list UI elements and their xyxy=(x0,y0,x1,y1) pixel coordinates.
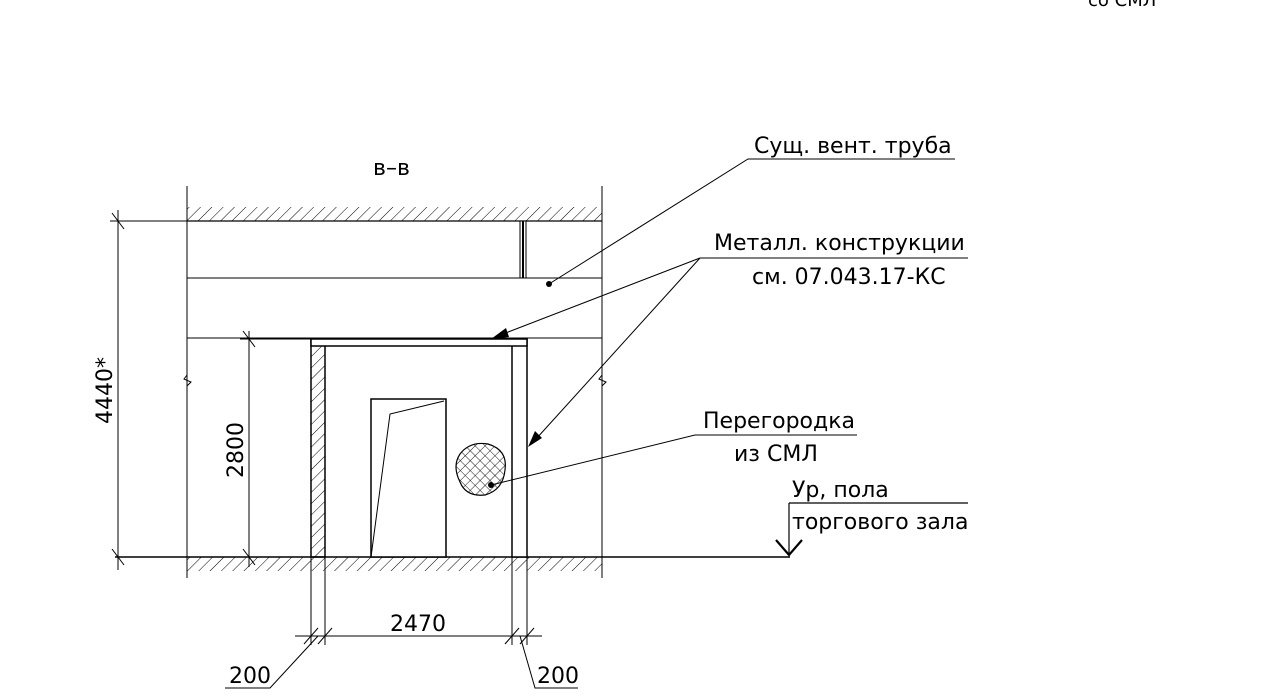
dimension-right-wall-leader xyxy=(519,635,578,689)
dimension-left-wall-leader xyxy=(225,635,319,689)
section-title: в–в xyxy=(373,156,410,181)
callout-partition-leader xyxy=(490,434,857,486)
dimension-room-width-label: 2470 xyxy=(390,612,446,637)
callout-vent-pipe-dot xyxy=(546,281,552,287)
dimension-extension-lines xyxy=(310,557,528,645)
callout-floor-level-text-line1: Ур, пола xyxy=(792,478,889,503)
callout-partition-text-line2: из СМЛ xyxy=(734,442,818,467)
top-fragment-text: со СМЛ xyxy=(1088,0,1156,11)
dimension-total-height-label: 4440* xyxy=(93,357,118,424)
callout-floor-level-leader xyxy=(775,502,968,557)
door xyxy=(370,398,447,558)
dimension-right-wall-label: 200 xyxy=(537,664,579,689)
break-marks xyxy=(183,374,607,387)
vent-pipe xyxy=(187,277,602,339)
callout-vent-pipe-text: Сущ. вент. труба xyxy=(754,134,952,159)
left-partition-wall xyxy=(310,338,326,558)
callout-metal-text-line2: см. 07.043.17-КС xyxy=(752,265,946,290)
callout-vent-pipe-leader xyxy=(548,158,955,285)
ceiling-slab xyxy=(187,207,602,222)
floor-slab xyxy=(115,556,790,571)
right-post xyxy=(511,338,528,558)
callout-partition-text-line1: Перегородка xyxy=(703,409,855,434)
callout-metal-arrow-post xyxy=(528,431,542,447)
callout-metal-text-line1: Металл. конструкции xyxy=(714,231,965,256)
dimension-room-height xyxy=(240,330,311,567)
callout-floor-level-text-line2: торгового зала xyxy=(792,510,968,535)
callout-metal-leader xyxy=(502,257,968,440)
callout-metal-arrow-beam xyxy=(491,328,509,339)
vent-hanger xyxy=(519,220,527,279)
dimension-left-wall-label: 200 xyxy=(229,664,271,689)
building-outline xyxy=(186,186,603,578)
callout-partition-dot xyxy=(488,482,494,488)
dimension-room-height-label: 2800 xyxy=(224,422,249,478)
partition-material-symbol xyxy=(455,442,506,496)
dimension-room-width xyxy=(295,627,542,645)
top-beam xyxy=(310,338,528,347)
dimension-total-height xyxy=(110,210,187,570)
